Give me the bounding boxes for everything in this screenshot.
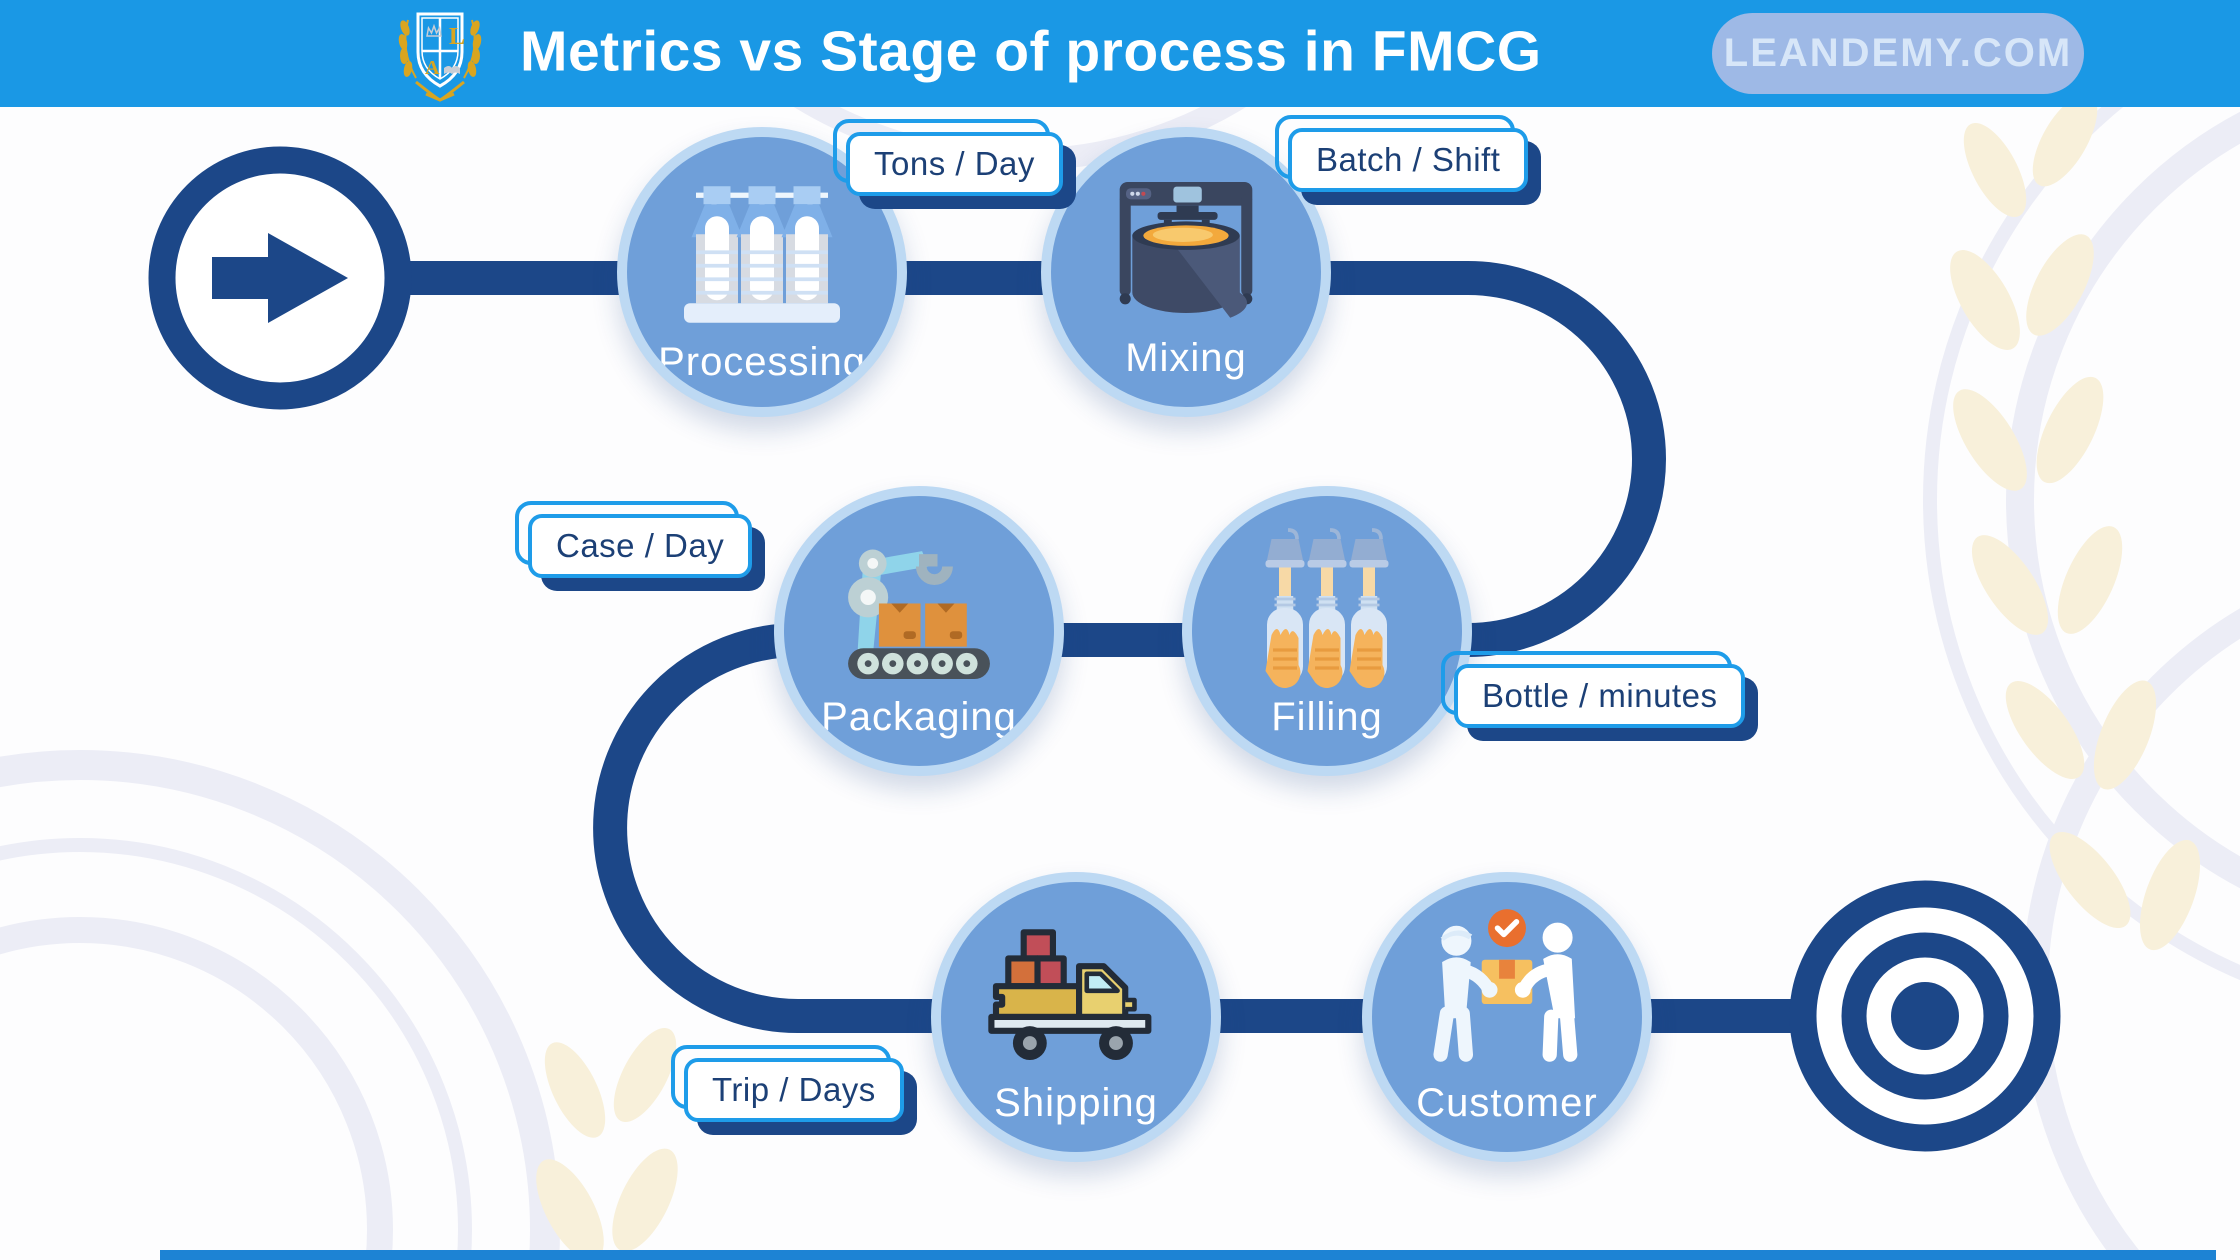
stage-label: Filling <box>1271 695 1383 739</box>
header-bar: L A Metrics vs Stage of process in FMCG … <box>0 0 2240 107</box>
stage-label: Shipping <box>994 1081 1158 1125</box>
target-bullseye-icon <box>1789 880 2061 1152</box>
metric-badge-shipping: Trip / Days <box>671 1045 917 1135</box>
bottle-filling-icon <box>1265 528 1389 688</box>
silos-icon <box>684 186 840 323</box>
stage-label: Customer <box>1416 1081 1598 1125</box>
svg-text:L: L <box>449 24 465 50</box>
metric-badge-filling: Bottle / minutes <box>1441 651 1759 741</box>
metric-value: Tons / Day <box>846 132 1063 196</box>
stage-circle: Filling <box>1182 486 1472 776</box>
laurel-leaves-right <box>1950 93 2201 951</box>
metric-badge-packaging: Case / Day <box>515 501 766 591</box>
delivery-truck-icon <box>988 929 1152 1060</box>
stage-circle: Customer <box>1362 872 1652 1162</box>
footer-accent-strip <box>160 1250 2216 1260</box>
metric-value: Bottle / minutes <box>1454 664 1746 728</box>
conveyor-robot-icon <box>848 549 990 680</box>
stage-label: Mixing <box>1125 336 1247 380</box>
stage-label: Processing <box>658 340 866 384</box>
svg-text:A: A <box>425 57 440 79</box>
stage-node-shipping: Shipping <box>931 872 1221 1162</box>
leandemy-shield-logo: L A <box>398 12 482 102</box>
stage-circle: Packaging <box>774 486 1064 776</box>
start-arrow-icon <box>148 146 412 410</box>
metric-value: Case / Day <box>528 514 753 578</box>
stage-node-customer: Customer <box>1362 872 1652 1162</box>
mixing-tank-icon <box>1119 181 1253 318</box>
customer-handoff-icon <box>1433 909 1578 1062</box>
stage-label: Packaging <box>821 695 1017 739</box>
stage-node-filling: Filling <box>1182 486 1472 776</box>
stage-node-packaging: Packaging <box>774 486 1064 776</box>
metric-value: Trip / Days <box>684 1058 904 1122</box>
metric-badge-processing: Tons / Day <box>833 119 1076 209</box>
stage-circle: Shipping <box>931 872 1221 1162</box>
metric-value: Batch / Shift <box>1288 128 1529 192</box>
laurel-leaves-bottom-left <box>536 1027 678 1260</box>
brand-badge: LEANDEMY.COM <box>1712 13 2084 94</box>
page-title: Metrics vs Stage of process in FMCG <box>520 18 1542 83</box>
metric-badge-mixing: Batch / Shift <box>1275 115 1542 205</box>
